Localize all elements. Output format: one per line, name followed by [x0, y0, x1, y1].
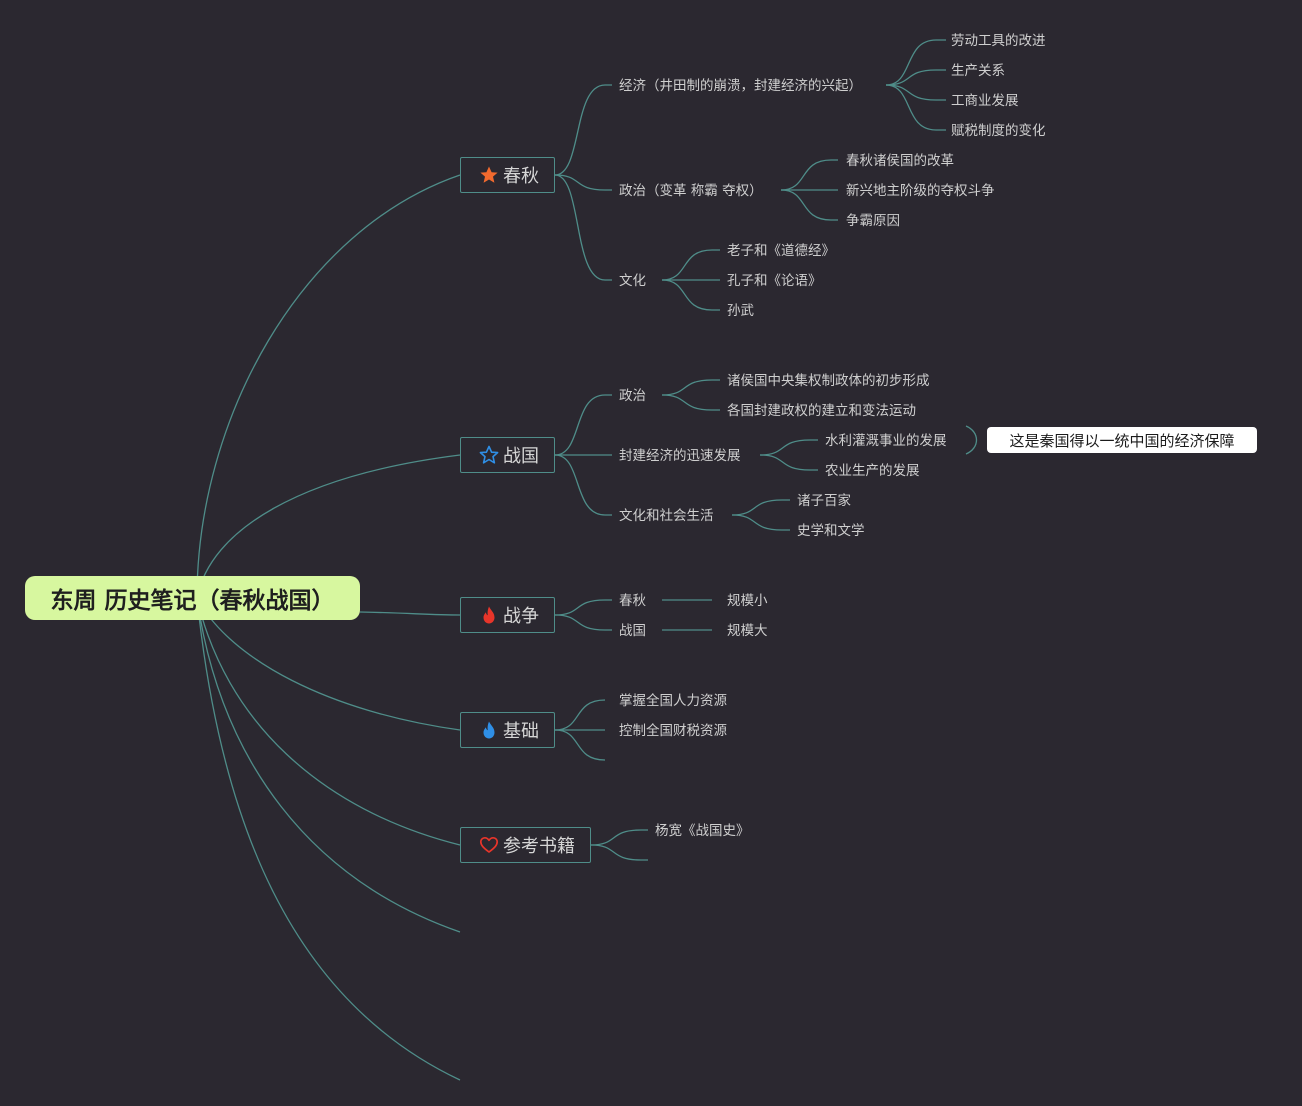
topic-war-chunqiu[interactable]: 春秋: [619, 593, 646, 609]
connector: [885, 69, 946, 86]
root-title: 东周 历史笔记（春秋战国）: [50, 588, 335, 614]
root-connector: [196, 597, 461, 933]
star-outline-icon: [479, 445, 499, 464]
branch-label: 战争: [503, 606, 539, 627]
branch-foundation[interactable]: 基础: [460, 712, 555, 748]
connector: [661, 379, 720, 396]
topic-chunqiu-economy[interactable]: 经济（井田制的崩溃，封建经济的兴起）: [619, 78, 862, 94]
branch-chunqiu[interactable]: 春秋: [460, 157, 555, 193]
root-connector: [196, 174, 461, 599]
branch-war[interactable]: 战争: [460, 597, 555, 633]
item[interactable]: 新兴地主阶级的夺权斗争: [846, 183, 995, 199]
fire-icon: [483, 606, 495, 624]
item[interactable]: 诸子百家: [797, 493, 851, 509]
item[interactable]: 工商业发展: [951, 93, 1019, 109]
branch-label: 参考书籍: [503, 836, 575, 857]
connector: [590, 829, 648, 846]
item[interactable]: 规模大: [727, 623, 768, 639]
topic-reference-book[interactable]: 杨宽《战国史》: [655, 823, 750, 839]
item[interactable]: 水利灌溉事业的发展: [825, 433, 947, 449]
item[interactable]: 老子和《道德经》: [727, 243, 835, 259]
item[interactable]: 规模小: [727, 593, 768, 609]
topic-zhanguo-culture[interactable]: 文化和社会生活: [619, 508, 714, 524]
connector: [554, 174, 612, 191]
item[interactable]: 孙武: [727, 303, 754, 319]
connector: [780, 189, 838, 221]
connector: [885, 39, 946, 86]
item[interactable]: 生产关系: [951, 63, 1005, 79]
connector: [731, 514, 790, 531]
topic-foundation[interactable]: 控制全国财税资源: [619, 723, 727, 739]
root-connector: [196, 454, 461, 599]
connector: [554, 699, 606, 731]
note-bracket: [965, 425, 978, 455]
connector: [661, 249, 720, 281]
item[interactable]: 春秋诸侯国的改革: [846, 153, 954, 169]
root-connector: [196, 597, 461, 731]
branch-label: 春秋: [503, 166, 539, 187]
item[interactable]: 各国封建政权的建立和变法运动: [727, 403, 916, 419]
branch-label: 战国: [503, 446, 539, 467]
connector: [885, 84, 946, 101]
fire-icon: [483, 721, 495, 739]
root-topic[interactable]: 东周 历史笔记（春秋战国）: [25, 576, 360, 620]
connector: [759, 454, 818, 471]
note-text: 这是秦国得以一统中国的经济保障: [1009, 431, 1235, 450]
connector: [554, 84, 612, 176]
connector: [554, 599, 612, 616]
connector: [590, 844, 648, 861]
item[interactable]: 史学和文学: [797, 523, 865, 539]
topic-chunqiu-politics[interactable]: 政治（变革 称霸 夺权）: [619, 183, 763, 199]
connector: [554, 174, 612, 281]
topic-foundation[interactable]: 掌握全国人力资源: [619, 693, 727, 709]
topic-zhanguo-politics[interactable]: 政治: [619, 388, 646, 404]
connector: [554, 729, 606, 761]
root-connector: [196, 597, 461, 846]
connector: [759, 439, 818, 456]
topic-zhanguo-economy[interactable]: 封建经济的迅速发展: [619, 448, 741, 464]
connector: [554, 394, 612, 456]
topic-war-zhanguo[interactable]: 战国: [619, 623, 646, 639]
connector: [554, 614, 612, 631]
item[interactable]: 争霸原因: [846, 213, 900, 229]
star-filled-icon: [480, 166, 498, 183]
branch-label: 基础: [503, 721, 539, 742]
connector: [885, 84, 946, 131]
economic-note[interactable]: 这是秦国得以一统中国的经济保障: [987, 427, 1257, 453]
connector: [661, 279, 720, 311]
item[interactable]: 孔子和《论语》: [727, 273, 822, 289]
heart-icon: [479, 836, 499, 853]
root-connector: [196, 597, 461, 1081]
root-connector: [359, 611, 461, 616]
connector: [661, 394, 720, 411]
connector: [554, 454, 612, 516]
item[interactable]: 赋税制度的变化: [951, 123, 1046, 139]
connector: [780, 159, 838, 191]
item[interactable]: 农业生产的发展: [825, 463, 920, 479]
branch-references[interactable]: 参考书籍: [460, 827, 591, 863]
topic-chunqiu-culture[interactable]: 文化: [619, 273, 646, 289]
branch-zhanguo[interactable]: 战国: [460, 437, 555, 473]
connector: [731, 499, 790, 516]
item[interactable]: 劳动工具的改进: [951, 33, 1046, 49]
item[interactable]: 诸侯国中央集权制政体的初步形成: [727, 373, 930, 389]
